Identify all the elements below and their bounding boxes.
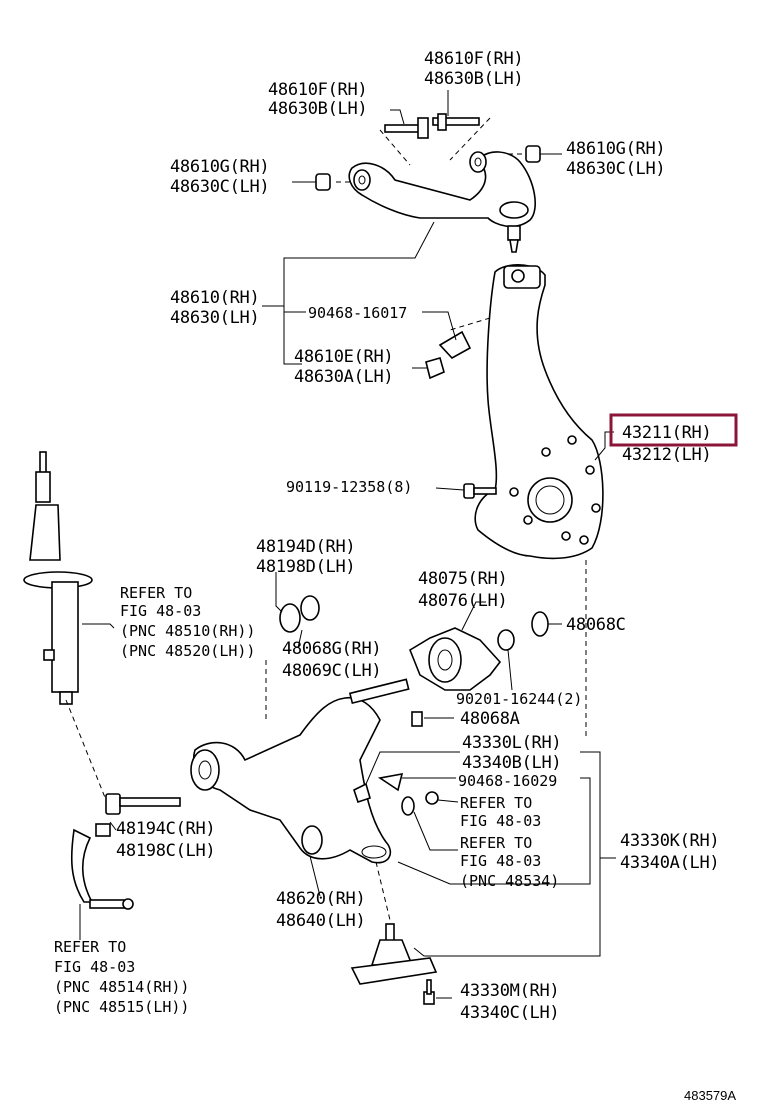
label-strut-pnc-lh: (PNC 48520(LH)): [120, 642, 255, 660]
washer-d: [279, 603, 301, 633]
leader-lines: [79, 90, 616, 999]
label-90468-16029: 90468-16029: [458, 772, 557, 790]
label-ref-c-fig: FIG 48-03: [460, 852, 541, 870]
label-48630b-lh-a: 48630B(LH): [268, 99, 367, 119]
lower-control-arm: [190, 678, 410, 921]
nut-lower: [425, 791, 439, 805]
label-43340b-lh: 43340B(LH): [462, 753, 561, 773]
label-48630c-lh-left: 48630C(LH): [170, 177, 269, 197]
highlight-box-43211: [609, 413, 738, 447]
label-48194c-rh: 48194C(RH): [116, 819, 215, 839]
label-48075-rh: 48075(RH): [418, 569, 507, 589]
label-strut-fig: FIG 48-03: [120, 602, 201, 620]
knuckle-bolt: [463, 483, 497, 499]
upper-control-arm: [348, 151, 536, 253]
lower-arm-bushing: [409, 560, 587, 740]
label-48630c-lh-right: 48630C(LH): [566, 159, 665, 179]
nut-upper: [425, 357, 445, 380]
figure-id: 483579A: [684, 1088, 736, 1103]
label-48198d-lh: 48198D(LH): [256, 557, 355, 577]
label-48610g-rh-right: 48610G(RH): [566, 139, 665, 159]
washer-lower: [401, 796, 415, 816]
strut-assembly: [23, 451, 111, 811]
label-48620-rh: 48620(RH): [276, 889, 365, 909]
label-43330l-rh: 43330L(RH): [462, 733, 561, 753]
upper-bush-nut-right: [525, 145, 541, 163]
label-43330m-rh: 43330M(RH): [460, 981, 559, 1001]
upper-bush-nut-left: [315, 173, 331, 191]
label-43212-lh: 43212(LH): [622, 445, 711, 465]
label-90119-12358: 90119-12358(8): [286, 478, 412, 496]
label-stab-refer-to: REFER TO: [54, 938, 126, 956]
callout-labels: 48610F(RH) 48630B(LH) 48610F(RH) 48630B(…: [54, 49, 738, 1103]
label-48068a: 48068A: [460, 709, 520, 729]
upper-arm-bolts: [379, 113, 491, 166]
label-43340c-lh: 43340C(LH): [460, 1003, 559, 1023]
label-90468-16017: 90468-16017: [308, 304, 407, 322]
clip-lower: [377, 772, 404, 792]
nut-068g: [300, 595, 320, 621]
label-strut-refer-to: REFER TO: [120, 584, 192, 602]
label-48069c-lh: 48069C(LH): [282, 661, 381, 681]
label-stab-pnc-lh: (PNC 48515(LH)): [54, 998, 189, 1016]
label-strut-pnc-rh: (PNC 48510(RH)): [120, 622, 255, 640]
label-43340a-lh: 43340A(LH): [620, 853, 719, 873]
label-48610-rh: 48610(RH): [170, 288, 259, 308]
stabilizer-link: [70, 823, 134, 910]
label-ref-b-fig: FIG 48-03: [460, 812, 541, 830]
label-48198c-lh: 48198C(LH): [116, 841, 215, 861]
label-48630b-lh-b: 48630B(LH): [424, 69, 523, 89]
label-48640-lh: 48640(LH): [276, 911, 365, 931]
label-48610f-rh-b: 48610F(RH): [424, 49, 523, 69]
label-stab-fig: FIG 48-03: [54, 958, 135, 976]
lower-ball-joint: [350, 923, 438, 1005]
label-48610g-rh-left: 48610G(RH): [170, 157, 269, 177]
label-ref-c-refer-to: REFER TO: [460, 834, 532, 852]
label-48630a-lh: 48630A(LH): [294, 367, 393, 387]
label-43211-rh[interactable]: 43211(RH): [622, 423, 712, 443]
label-90201-16244: 90201-16244(2): [456, 690, 582, 708]
nut-lower-ball: [353, 782, 371, 804]
label-48610e-rh: 48610E(RH): [294, 347, 393, 367]
label-48630-lh: 48630(LH): [170, 308, 259, 328]
label-48194d-rh: 48194D(RH): [256, 537, 355, 557]
label-stab-pnc-rh: (PNC 48514(RH)): [54, 978, 189, 996]
label-48076-lh: 48076(LH): [418, 591, 507, 611]
label-ref-c-pnc: (PNC 48534): [460, 872, 559, 890]
bolt-068a: [411, 711, 423, 727]
label-43330k-rh: 43330K(RH): [620, 831, 719, 851]
label-48610f-rh-a: 48610F(RH): [268, 80, 367, 100]
label-ref-b-refer-to: REFER TO: [460, 794, 532, 812]
lower-arm-bolt: [105, 793, 181, 815]
label-48068g-rh: 48068G(RH): [282, 639, 381, 659]
steering-knuckle: [449, 264, 604, 560]
label-48068c: 48068C: [566, 615, 626, 635]
